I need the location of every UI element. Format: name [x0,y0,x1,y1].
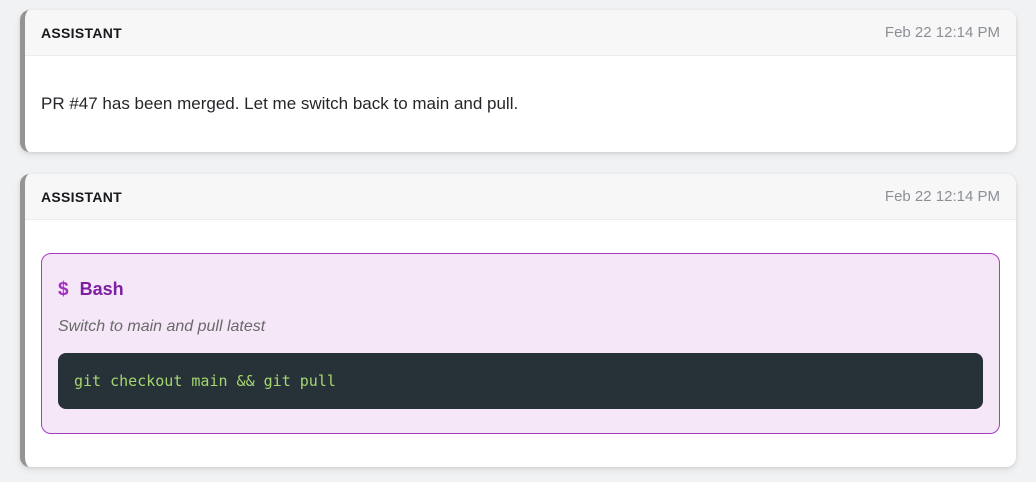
bash-tool-block: $ Bash Switch to main and pull latest gi… [41,253,1000,434]
message-text: PR #47 has been merged. Let me switch ba… [41,94,519,113]
message-body: $ Bash Switch to main and pull latest gi… [25,220,1016,467]
message-timestamp: Feb 22 12:14 PM [884,24,1000,41]
command-code-block: git checkout main && git pull [58,353,983,409]
command-text: git checkout main && git pull [74,372,336,390]
tool-description: Switch to main and pull latest [58,318,266,335]
message-header: ASSISTANT Feb 22 12:14 PM [25,10,1016,56]
assistant-message-card-1: ASSISTANT Feb 22 12:14 PM PR #47 has bee… [20,10,1016,152]
message-body: PR #47 has been merged. Let me switch ba… [25,56,1016,152]
message-header: ASSISTANT Feb 22 12:14 PM [25,174,1016,220]
tool-name: Bash [79,279,124,299]
tool-header: $ Bash [58,278,983,301]
assistant-message-card-2: ASSISTANT Feb 22 12:14 PM $ Bash Switch … [20,174,1016,467]
role-label: ASSISTANT [41,188,122,205]
message-list: ASSISTANT Feb 22 12:14 PM PR #47 has bee… [20,10,1016,467]
message-timestamp: Feb 22 12:14 PM [884,188,1000,205]
dollar-prompt-icon: $ [58,279,69,300]
role-label: ASSISTANT [41,24,122,41]
